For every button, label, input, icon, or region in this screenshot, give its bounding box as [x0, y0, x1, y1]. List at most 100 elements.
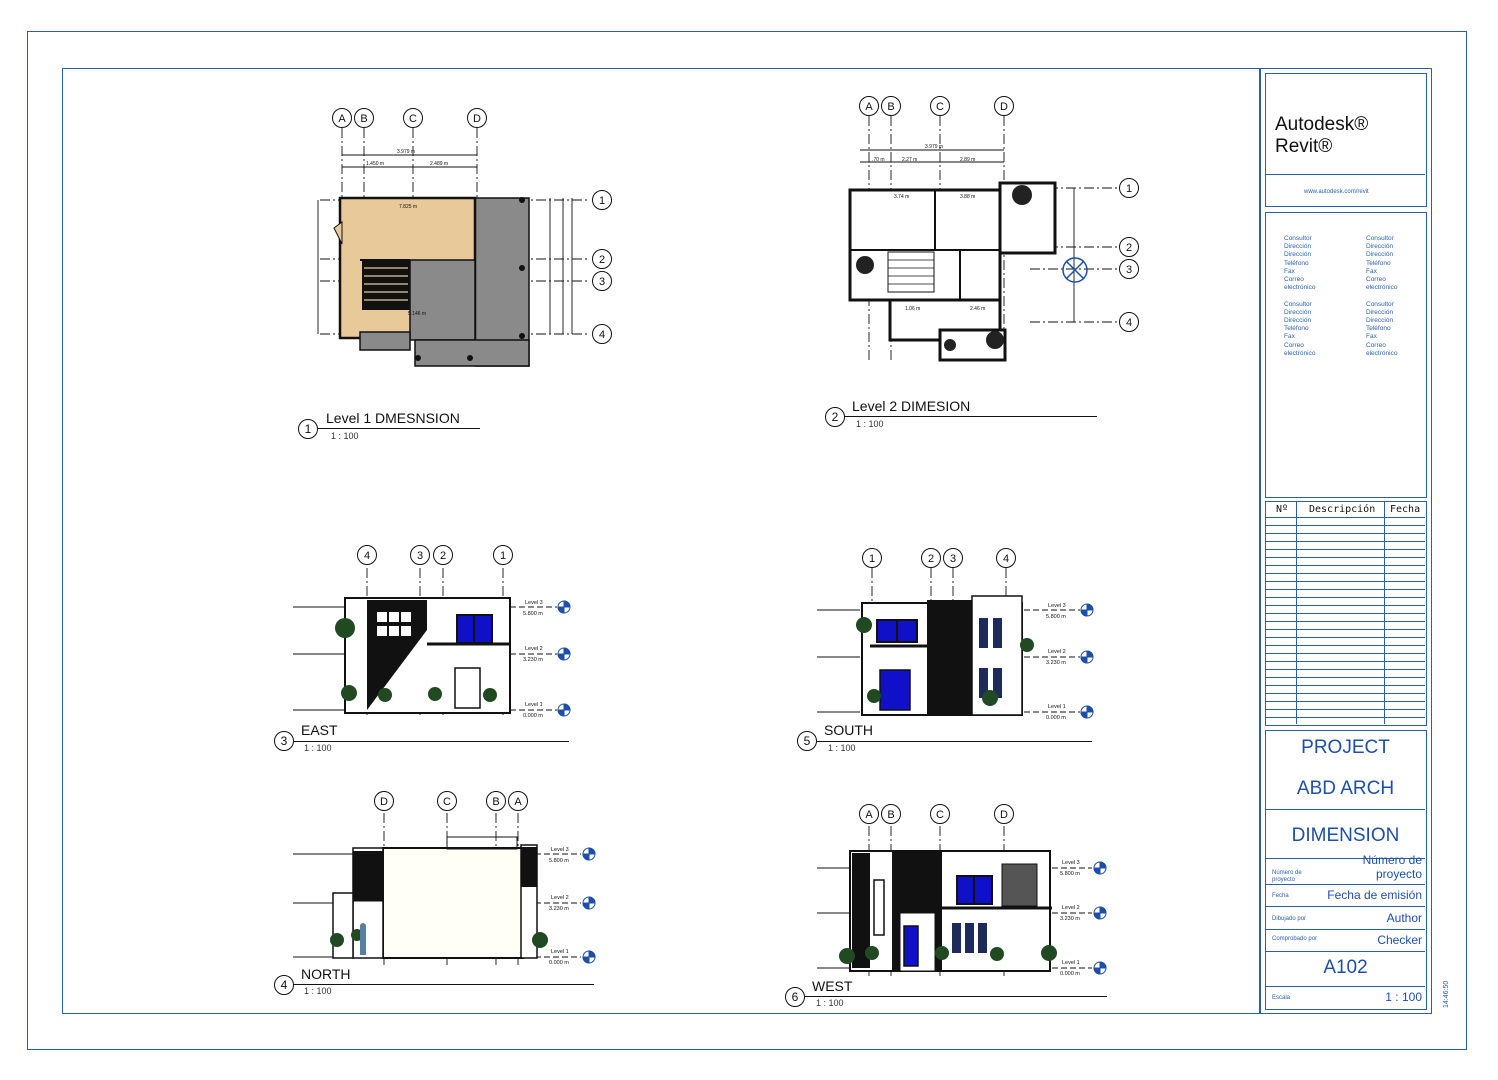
project-info-panel: PROJECT ABD ARCH DIMENSION Número de pro… — [1265, 730, 1427, 1010]
checked-by-value: Checker — [1377, 933, 1422, 947]
view-title[interactable]: EAST — [301, 722, 338, 738]
level-marker-label: 0.000 m — [549, 960, 569, 966]
level-marker-label: Level 3 — [1048, 603, 1066, 609]
revision-row — [1266, 605, 1425, 606]
drawn-by-value: Author — [1386, 911, 1422, 925]
revision-row — [1266, 613, 1425, 614]
level-marker-label: Level 1 — [551, 949, 569, 955]
revision-row — [1266, 669, 1425, 670]
grid-bubble-label: 3 — [417, 550, 423, 562]
level-marker-label: Level 1 — [525, 702, 543, 708]
revision-row — [1266, 637, 1425, 638]
view-title[interactable]: NORTH — [301, 966, 351, 982]
project-number-value: Número de proyecto — [1362, 853, 1422, 881]
view-number-badge: 6 — [785, 987, 805, 1007]
revision-row — [1266, 677, 1425, 678]
grid-bubble-label: 2 — [440, 550, 446, 562]
svg-text:5.146 m: 5.146 m — [408, 311, 426, 317]
revision-rows — [1266, 517, 1425, 724]
grid-bubble-label: C — [409, 113, 417, 125]
sheet-name: DIMENSION — [1291, 825, 1400, 846]
scale-label: Escala — [1272, 995, 1291, 1001]
svg-text:2.27 m: 2.27 m — [902, 157, 917, 163]
sheet-number: A102 — [1323, 957, 1368, 978]
level-marker-label: Level 2 — [1048, 649, 1066, 655]
grid-bubble-label: 1 — [869, 553, 875, 565]
north-elevation[interactable]: Level 35.800 m Level 23.230 m Level 10.0… — [285, 785, 605, 970]
svg-text:2.489 m: 2.489 m — [430, 161, 448, 167]
grid-bubble-label: 1 — [1126, 183, 1132, 195]
revision-row — [1266, 629, 1425, 630]
revision-row — [1266, 709, 1425, 710]
view-title[interactable]: SOUTH — [824, 722, 873, 738]
revision-row — [1266, 549, 1425, 550]
project-name-line2: ABD ARCH — [1296, 778, 1395, 799]
view-scale: 1 : 100 — [304, 986, 332, 996]
grid-bubble-label: A — [514, 796, 522, 808]
revision-row — [1266, 525, 1425, 526]
revision-row — [1266, 541, 1425, 542]
grid-bubble-label: A — [338, 113, 346, 125]
level-marker-label: Level 1 — [1062, 960, 1080, 966]
view-title[interactable]: Level 2 DIMESION — [852, 398, 971, 414]
south-elevation[interactable]: Level 35.800 m Level 23.230 m Level 10.0… — [812, 540, 1112, 720]
level-marker-label: 0.000 m — [523, 713, 543, 719]
grid-bubble-label: B — [492, 796, 499, 808]
revision-row — [1266, 597, 1425, 598]
view-title[interactable]: WEST — [812, 978, 853, 994]
revision-row — [1266, 717, 1425, 718]
plot-timestamp: 14:46:50 — [1443, 980, 1450, 1008]
revision-row — [1266, 645, 1425, 646]
revision-row — [1266, 573, 1425, 574]
consultants-panel: Consultor Dirección Dirección Teléfono F… — [1265, 212, 1427, 498]
project-name-line1: PROJECT — [1301, 737, 1390, 758]
svg-text:2.89 m: 2.89 m — [960, 157, 975, 163]
grid-bubble-label: 2 — [928, 553, 934, 565]
view-scale: 1 : 100 — [304, 743, 332, 753]
view-number-badge: 1 — [298, 419, 318, 439]
grid-bubble-label: B — [887, 809, 894, 821]
date-label: Fecha — [1272, 893, 1289, 899]
grid-bubble-label: 1 — [599, 195, 605, 207]
revision-row — [1266, 557, 1425, 558]
sheet-outer-border — [27, 31, 1467, 1050]
level-marker-label: 0.000 m — [1046, 715, 1066, 720]
revision-row — [1266, 621, 1425, 622]
svg-text:3.88 m: 3.88 m — [960, 194, 975, 200]
svg-text:1.450 m: 1.450 m — [366, 161, 384, 167]
grid-bubble-label: 2 — [599, 254, 605, 266]
svg-text:2.46 m: 2.46 m — [970, 306, 985, 312]
revision-schedule: Nº Descripción Fecha — [1265, 501, 1427, 726]
grid-bubble-label: C — [936, 101, 944, 113]
view-title[interactable]: Level 1 DMESNSION — [326, 410, 460, 426]
level-marker-label: 3.230 m — [549, 906, 569, 912]
issue-date-value: Fecha de emisión — [1327, 888, 1422, 902]
level-marker-label: 5.800 m — [523, 611, 543, 617]
revision-row — [1266, 701, 1425, 702]
grid-bubble-label: A — [865, 809, 873, 821]
level-marker-label: Level 1 — [1048, 704, 1066, 710]
svg-text:3.979 m: 3.979 m — [925, 144, 943, 150]
grid-bubble-label: D — [1000, 809, 1008, 821]
level-marker-label: 5.800 m — [1060, 871, 1080, 877]
level-marker-label: Level 3 — [551, 847, 569, 853]
revision-description-header: Descripción — [1309, 504, 1376, 515]
grid-bubble-label: 1 — [500, 550, 506, 562]
titleblock-divider — [1259, 68, 1261, 1014]
revision-row — [1266, 685, 1425, 686]
level-marker-label: 3.230 m — [1060, 916, 1080, 922]
view-scale: 1 : 100 — [331, 431, 359, 441]
west-elevation[interactable]: Level 35.800 m Level 23.230 m Level 10.0… — [812, 798, 1122, 983]
level-marker-label: 5.800 m — [1046, 614, 1066, 620]
east-elevation[interactable]: Level 35.800 m Level 23.230 m Level 10.0… — [285, 540, 585, 720]
revision-row — [1266, 517, 1425, 518]
revision-row — [1266, 589, 1425, 590]
view-number-badge: 2 — [825, 407, 845, 427]
website-link[interactable]: www.autodesk.com/revit — [1304, 189, 1369, 195]
level-marker-label: 5.800 m — [549, 858, 569, 864]
grid-bubble-label: B — [887, 101, 894, 113]
project-number-label: Número de proyecto — [1272, 870, 1302, 883]
grid-bubble-label: 4 — [1003, 553, 1009, 565]
